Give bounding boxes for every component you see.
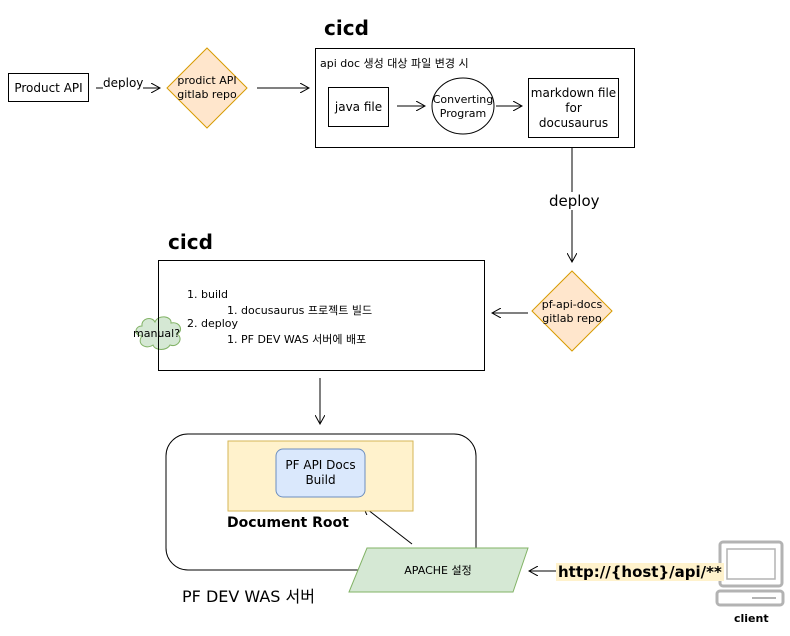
- was-server-container: [165, 433, 477, 571]
- was-server-label: PF DEV WAS 서버: [182, 587, 315, 606]
- apache-config-label: APACHE 설정: [404, 564, 472, 577]
- docs-repo-diamond: [531, 270, 613, 352]
- java-file-box: java file: [328, 87, 389, 127]
- client-label: client: [734, 612, 769, 625]
- arrow-apache-to-build: [363, 506, 413, 545]
- cicd-step-1-sub: 1. docusaurus 프로젝트 빌드: [227, 304, 373, 317]
- document-root-label: Document Root: [227, 515, 349, 531]
- product-repo-label: prodict API gitlab repo: [177, 74, 237, 101]
- computer-icon: [715, 540, 785, 607]
- deploy-label-2: deploy: [549, 192, 600, 210]
- cicd-step-1: 1. build: [187, 288, 229, 301]
- apache-config-shape: [348, 547, 529, 593]
- markdown-file-box: markdown file for docusaurus: [528, 78, 619, 138]
- cicd-bottom-title: cicd: [168, 230, 213, 254]
- converting-program-circle: [431, 77, 495, 135]
- url-label: http://{host}/api/**: [556, 563, 724, 581]
- cicd-top-title: cicd: [324, 16, 369, 40]
- product-repo-diamond: [166, 47, 248, 129]
- converting-program-label: Converting Program: [432, 93, 494, 120]
- cicd-step-2-sub: 1. PF DEV WAS 서버에 배포: [227, 333, 367, 346]
- cicd-step-2: 2. deploy: [187, 317, 239, 330]
- cicd-bottom-box: [158, 260, 485, 371]
- deploy-label-1: deploy: [103, 76, 144, 90]
- docs-build-label: PF API Docs Build: [285, 458, 356, 487]
- product-api-box: Product API: [8, 73, 89, 102]
- cicd-top-caption: api doc 생성 대상 파일 변경 시: [320, 57, 469, 70]
- product-api-label: Product API: [14, 80, 83, 95]
- cicd-top-box: [315, 48, 635, 148]
- docs-repo-label: pf-api-docs gitlab repo: [541, 298, 603, 325]
- manual-label: manual?: [133, 327, 181, 340]
- docs-build-box: [275, 448, 366, 498]
